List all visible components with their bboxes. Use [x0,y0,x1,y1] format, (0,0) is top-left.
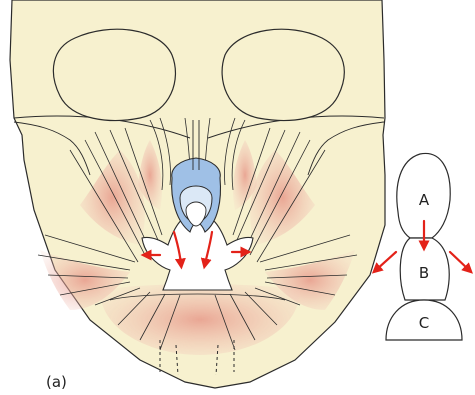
schematic-label-c: C [419,314,429,332]
schematic-label-a: A [419,191,430,209]
schematic: A B C [376,153,469,340]
panel-label: (a) [46,373,67,391]
left-orbit [53,29,175,120]
schematic-label-b: B [419,264,429,282]
right-orbit [222,29,344,120]
